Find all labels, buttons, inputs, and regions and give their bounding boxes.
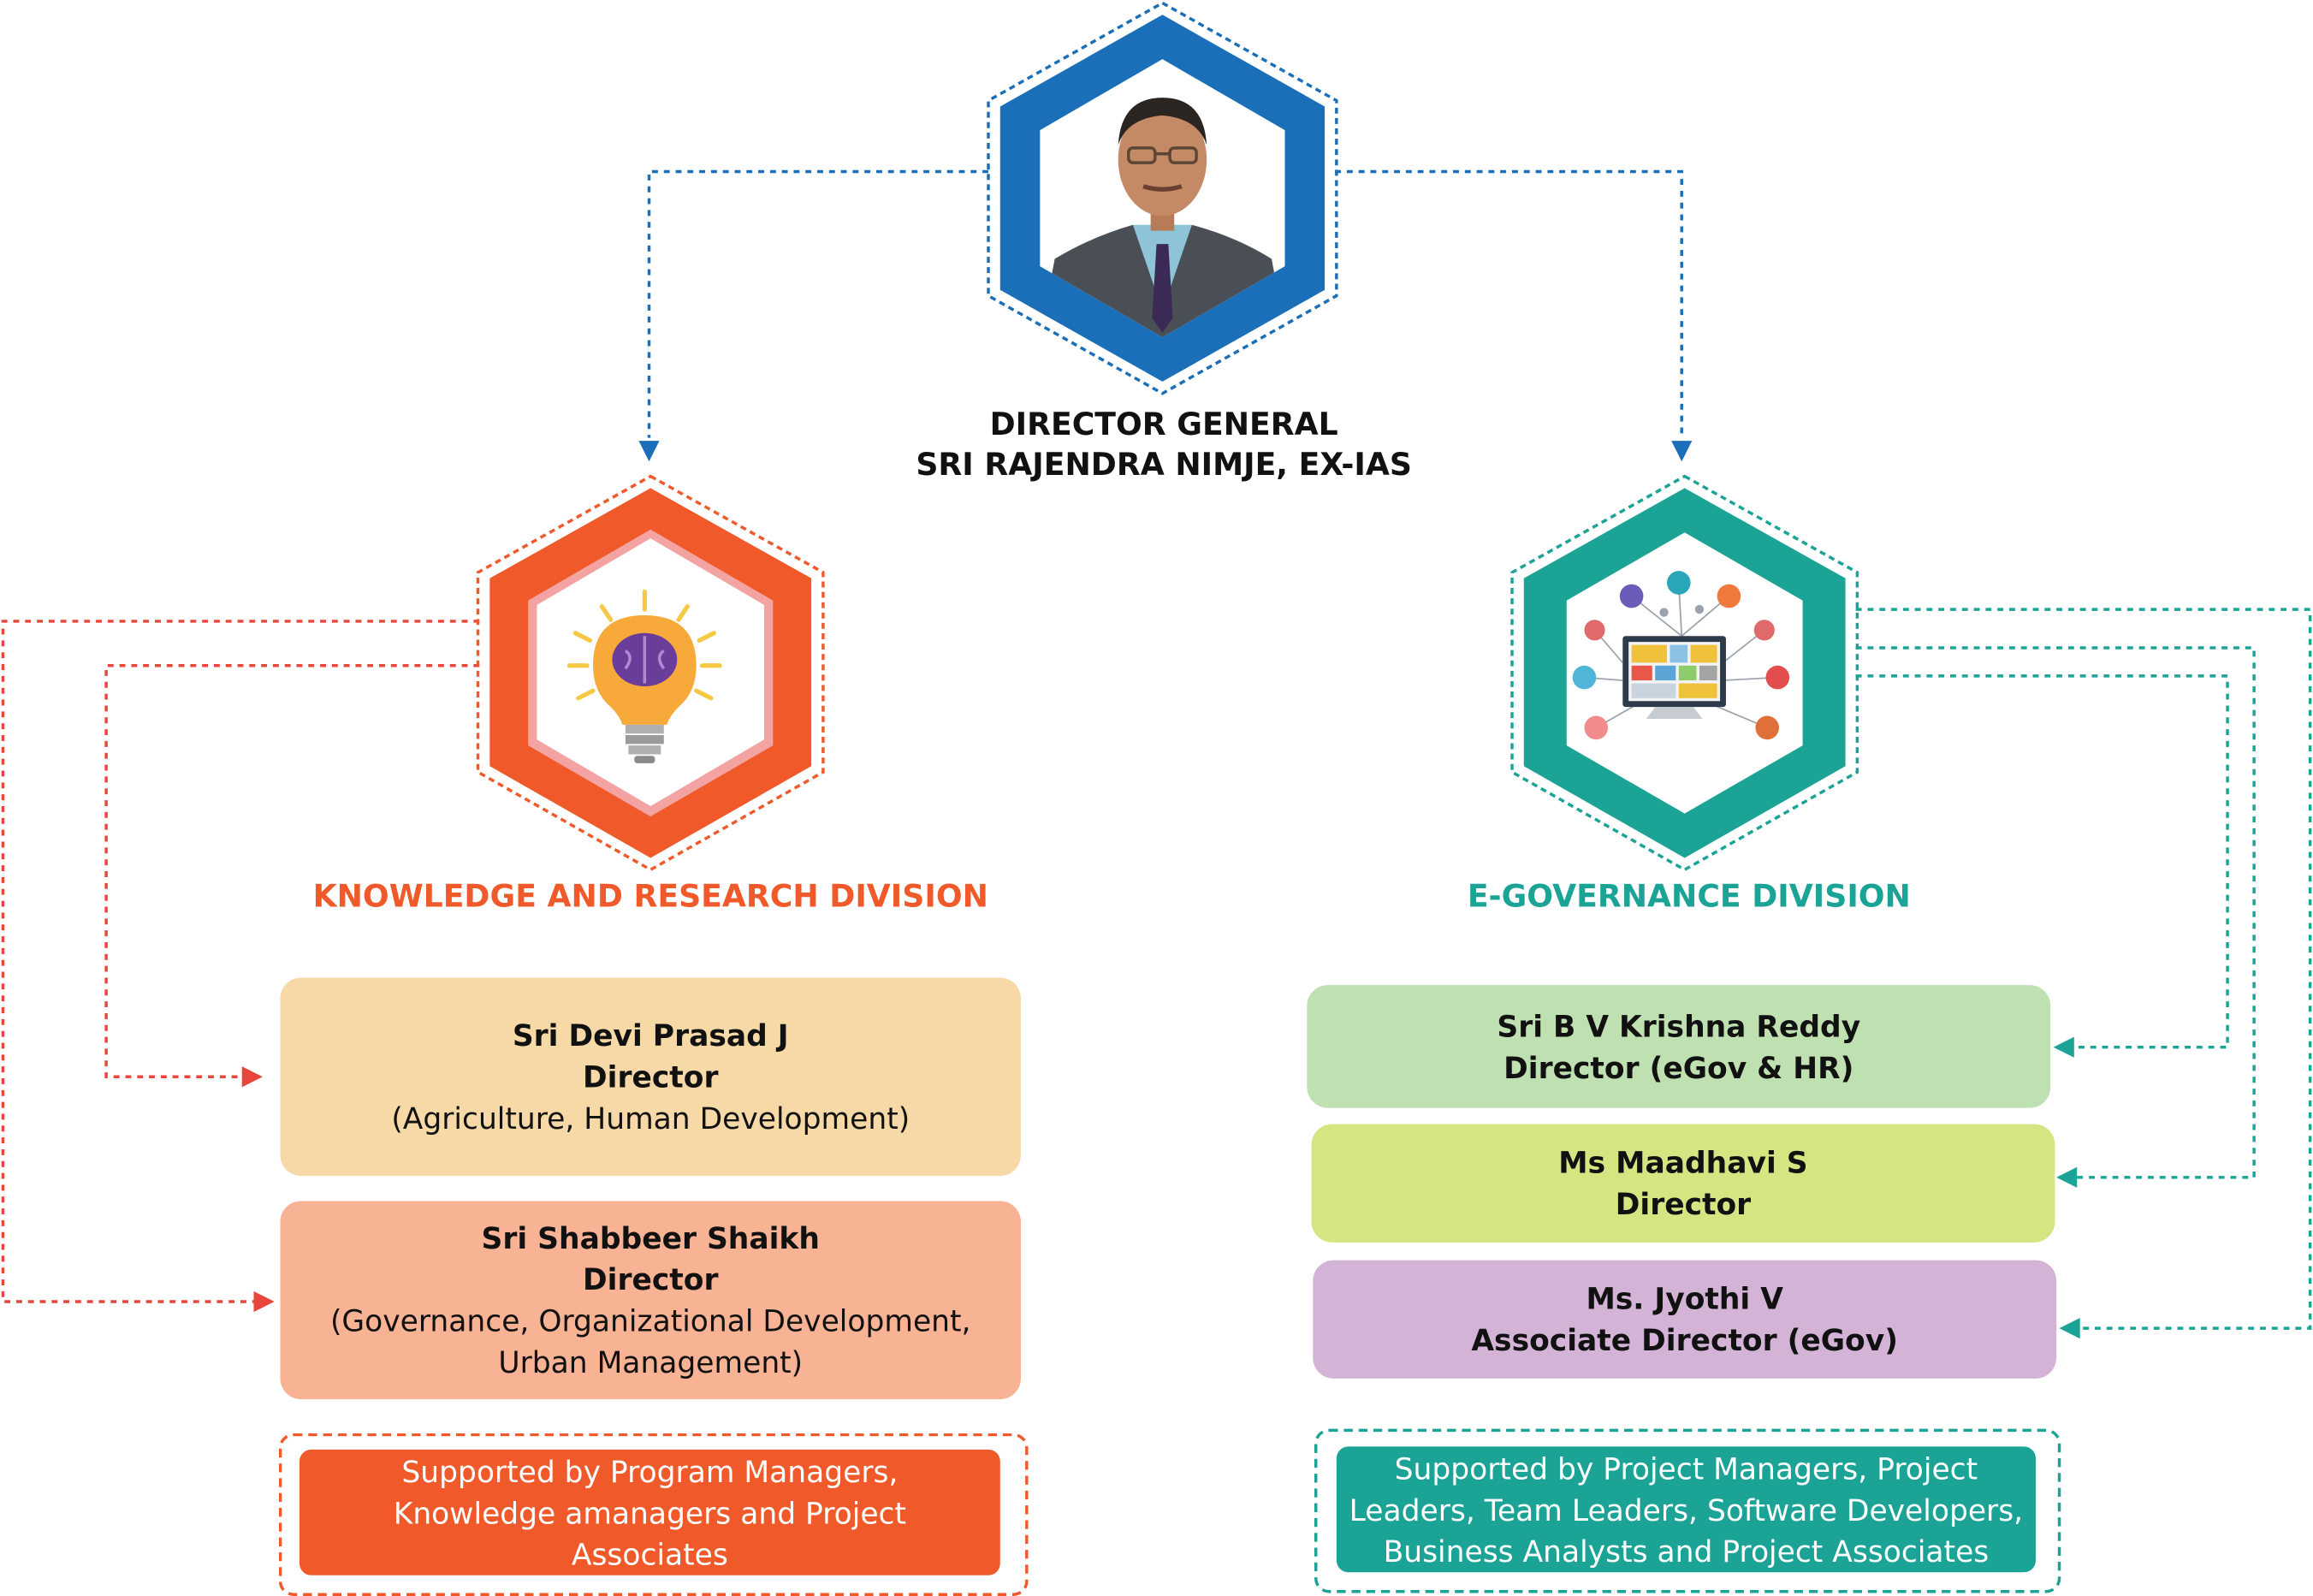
member-role: Director (583, 1059, 719, 1095)
member-name: Sri B V Krishna Reddy (1497, 1007, 1861, 1044)
member-name: Ms Maadhavi S (1558, 1144, 1808, 1181)
member-role: Director (583, 1261, 719, 1297)
egov-member-card: Sri B V Krishna Reddy Director (eGov & H… (1307, 985, 2051, 1108)
lightbulb-brain-icon (566, 589, 722, 763)
member-area: (Governance, Organizational Development,… (329, 1302, 971, 1380)
dg-connectors (647, 169, 1683, 438)
egov-connectors (1855, 608, 2312, 1330)
member-area: (Agriculture, Human Development) (391, 1100, 910, 1136)
krd-support-label: Supported by Program Managers, Knowledge… (393, 1453, 907, 1572)
member-role: Director (eGov & HR) (1503, 1049, 1854, 1085)
arrowhead-krd (638, 441, 660, 462)
dg-title: DIRECTOR GENERAL (989, 406, 1338, 442)
arrowhead-egov (1671, 441, 1693, 462)
arrowhead-shaikh (253, 1290, 275, 1313)
arrowhead-prasad (241, 1066, 263, 1088)
connector-egov-to-jyothi (1855, 608, 2312, 1330)
egov-support-text: Supported by Project Managers, Project L… (1336, 1446, 2036, 1573)
dg-name: SRI RAJENDRA NIMJE, EX-IAS (916, 446, 1412, 483)
member-name: Sri Shabbeer Shaikh (481, 1219, 820, 1256)
connector-dg-to-egov (1335, 169, 1683, 438)
egov-member-card: Ms Maadhavi S Director (1311, 1124, 2055, 1243)
arrowhead-maadhavi (2056, 1166, 2078, 1188)
krd-division-title: KNOWLEDGE AND RESEARCH DIVISION (312, 878, 988, 915)
connector-krd-to-shaikh (1, 620, 480, 1303)
krd-connectors (1, 620, 480, 1303)
krd-support-text: Supported by Program Managers, Knowledge… (299, 1449, 1000, 1575)
egov-member-card: Ms. Jyothi V Associate Director (eGov) (1313, 1260, 2057, 1379)
digital-network-monitor-icon (1572, 571, 1790, 740)
connector-dg-to-krd (647, 169, 989, 438)
arrowhead-reddy (2053, 1036, 2074, 1058)
krd-member-card: Sri Shabbeer Shaikh Director (Governance… (280, 1201, 1021, 1400)
egov-support-label: Supported by Project Managers, Project L… (1349, 1450, 2024, 1569)
member-name: Ms. Jyothi V (1586, 1280, 1783, 1317)
member-role: Director (1615, 1186, 1752, 1222)
connector-krd-to-prasad (104, 664, 480, 1079)
krd-member-card: Sri Devi Prasad J Director (Agriculture,… (280, 977, 1021, 1177)
member-name: Sri Devi Prasad J (512, 1018, 789, 1053)
connector-egov-to-reddy (1855, 674, 2229, 1049)
connector-egov-to-maadhavi (1855, 646, 2256, 1179)
member-role: Associate Director (eGov) (1471, 1322, 1898, 1358)
egov-division-title: E-GOVERNANCE DIVISION (1467, 878, 1911, 915)
arrowhead-jyothi (2059, 1318, 2080, 1339)
